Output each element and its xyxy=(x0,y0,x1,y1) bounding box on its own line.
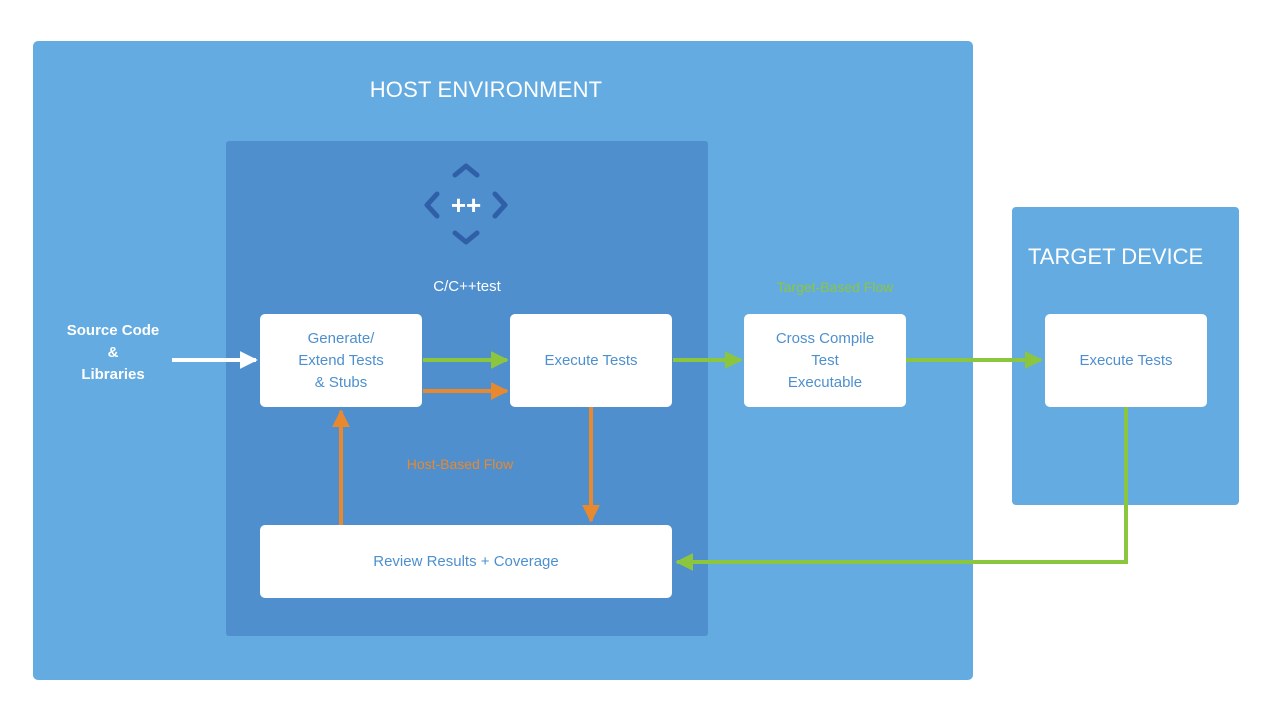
host-based-flow-label: Host-Based Flow xyxy=(406,456,514,472)
cross-compile-box: Cross Compile Test Executable xyxy=(744,314,906,407)
tool-name-label: C/C++test xyxy=(433,278,501,295)
source-code-libraries-label: Source Code & Libraries xyxy=(66,322,160,383)
execute-tests-box: Execute Tests xyxy=(510,314,672,407)
generate-tests-box: Generate/ Extend Tests & Stubs xyxy=(260,314,422,407)
target-to-review-arrow xyxy=(675,407,1128,571)
target-execute-tests-box: Execute Tests xyxy=(1045,314,1207,407)
target-device-title: TARGET DEVICE xyxy=(1028,244,1204,269)
review-results-box: Review Results + Coverage xyxy=(260,525,672,598)
host-environment-title: HOST ENVIRONMENT xyxy=(369,77,603,102)
target-based-flow-label: Target-Based Flow xyxy=(776,279,894,295)
cpptest-logo-icon: ++ xyxy=(424,163,508,245)
cpptest-logo-text: ++ xyxy=(451,190,481,220)
